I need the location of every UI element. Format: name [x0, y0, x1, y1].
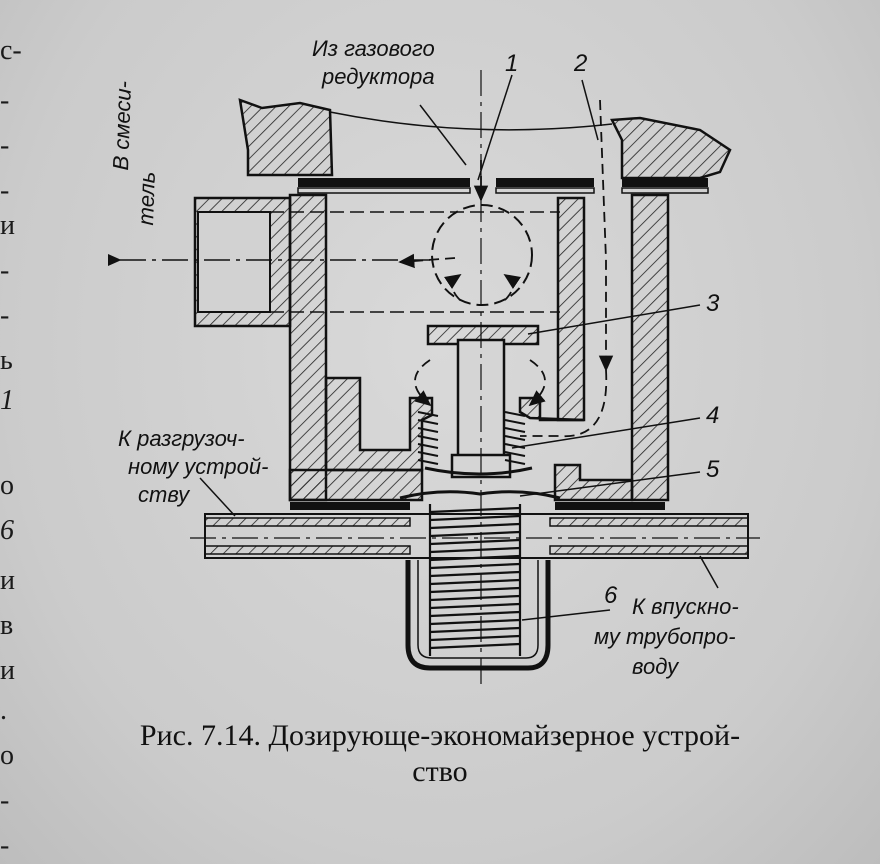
valve-body	[288, 193, 670, 510]
label-unloader-3: ству	[138, 482, 190, 507]
part-number-6: 6	[604, 582, 618, 609]
caption-line-2: ство	[412, 755, 468, 788]
label-intake-2: му трубопро-	[594, 624, 736, 649]
margin-char: -	[0, 255, 10, 286]
margin-char: о	[0, 470, 14, 501]
spring-cup	[405, 560, 551, 671]
margin-char: -	[0, 130, 10, 161]
margin-char: ь	[0, 345, 13, 376]
margin-char: -	[0, 300, 10, 331]
margin-char: о	[0, 740, 14, 771]
label-to-mixer-2: тель	[133, 171, 160, 226]
label-intake-1: К впускно-	[632, 594, 739, 619]
small-springs-4	[417, 411, 533, 476]
margin-char: .	[0, 695, 7, 726]
caption-line-1: Рис. 7.14. Дозирующе-экономайзерное устр…	[139, 719, 741, 752]
margin-char: в	[0, 610, 14, 641]
figure-caption: Рис. 7.14. Дозирующе-экономайзерное устр…	[40, 718, 840, 790]
label-from-reducer-2: редуктора	[322, 64, 435, 89]
spring-6	[428, 504, 522, 656]
outlet-opening	[431, 204, 533, 306]
margin-char: 1	[0, 385, 14, 416]
valve-assembly	[426, 70, 540, 690]
label-intake-3: воду	[632, 654, 679, 679]
label-from-reducer-1: Из газового	[312, 36, 435, 61]
part-number-4: 4	[706, 402, 720, 429]
margin-char: -	[0, 85, 10, 116]
margin-char: с-	[0, 35, 22, 66]
margin-char: -	[0, 830, 10, 861]
margin-char: -	[0, 175, 10, 206]
top-gaskets	[297, 178, 709, 194]
label-unloader-1: К разгрузоч-	[118, 426, 245, 451]
label-unloader-2: ному устрой-	[128, 454, 269, 479]
margin-char: 6	[0, 515, 14, 546]
mixer-outlet	[108, 196, 560, 328]
label-to-mixer-1: В смеси-	[108, 80, 137, 171]
part-number-5: 5	[706, 456, 720, 483]
bottom-pipe	[190, 513, 760, 559]
top-housing	[238, 98, 732, 180]
part-number-1: 1	[505, 50, 519, 77]
margin-char: и	[0, 655, 15, 686]
diaphragm	[399, 490, 561, 500]
leader-lines	[199, 74, 719, 621]
flow-arrows	[398, 99, 614, 438]
margin-char: и	[0, 210, 15, 241]
part-number-3: 3	[706, 290, 720, 317]
margin-char: и	[0, 565, 15, 596]
margin-char: -	[0, 785, 10, 816]
part-number-2: 2	[574, 50, 588, 77]
